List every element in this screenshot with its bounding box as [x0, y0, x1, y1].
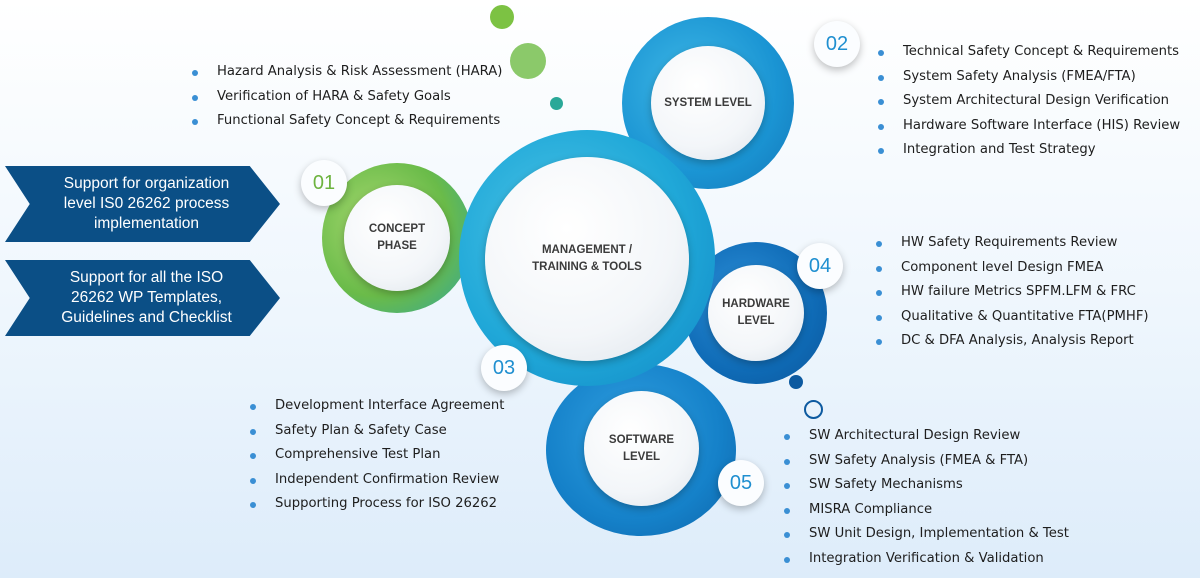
management-label: MANAGEMENT / TRAINING & TOOLS	[532, 244, 642, 273]
system-level-label: SYSTEM LEVEL	[664, 96, 752, 109]
list-item: SW Architectural Design Review	[783, 424, 1069, 449]
list-item: Supporting Process for ISO 26262	[249, 492, 504, 517]
list-item: Qualitative & Quantitative FTA(PMHF)	[875, 305, 1149, 330]
list-item: Development Interface Agreement	[249, 394, 504, 419]
templates-text: Support for all the ISO 26262 WP Templat…	[61, 269, 232, 326]
templates-arrow: Support for all the ISO 26262 WP Templat…	[5, 260, 280, 336]
decor-dot-navy	[789, 375, 803, 389]
concept-phase-list: Hazard Analysis & Risk Assessment (HARA)…	[191, 60, 502, 134]
badge-05: 05	[718, 460, 764, 506]
system-level-circle: SYSTEM LEVEL	[651, 46, 765, 160]
list-item: Technical Safety Concept & Requirements	[877, 40, 1180, 65]
org-process-text: Support for organization level IS0 26262…	[63, 175, 230, 232]
concept-phase-circle: CONCEPT PHASE	[344, 185, 450, 291]
list-item: Comprehensive Test Plan	[249, 443, 504, 468]
list-item: SW Unit Design, Implementation & Test	[783, 522, 1069, 547]
phase-05-list: SW Architectural Design Review SW Safety…	[783, 424, 1069, 571]
list-item: Component level Design FMEA	[875, 256, 1149, 281]
list-item: MISRA Compliance	[783, 498, 1069, 523]
software-level-list: Development Interface Agreement Safety P…	[249, 394, 504, 517]
badge-01: 01	[301, 160, 347, 206]
decor-dot-green-2	[510, 43, 546, 79]
list-item: System Architectural Design Verification	[877, 89, 1180, 114]
hardware-level-circle: HARDWARE LEVEL	[708, 265, 804, 361]
org-process-arrow: Support for organization level IS0 26262…	[5, 166, 280, 242]
hardware-level-label: HARDWARE LEVEL	[722, 298, 790, 327]
list-item: Independent Confirmation Review	[249, 468, 504, 493]
list-item: SW Safety Analysis (FMEA & FTA)	[783, 449, 1069, 474]
list-item: Integration and Test Strategy	[877, 138, 1180, 163]
decor-ring-navy	[804, 400, 823, 419]
list-item: Verification of HARA & Safety Goals	[191, 85, 502, 110]
list-item: HW Safety Requirements Review	[875, 231, 1149, 256]
badge-04: 04	[797, 243, 843, 289]
list-item: SW Safety Mechanisms	[783, 473, 1069, 498]
list-item: Functional Safety Concept & Requirements	[191, 109, 502, 134]
list-item: Hazard Analysis & Risk Assessment (HARA)	[191, 60, 502, 85]
list-item: Integration Verification & Validation	[783, 547, 1069, 572]
list-item: Hardware Software Interface (HIS) Review	[877, 114, 1180, 139]
hardware-level-list: HW Safety Requirements Review Component …	[875, 231, 1149, 354]
decor-dot-teal	[550, 97, 563, 110]
badge-02: 02	[814, 21, 860, 67]
badge-03: 03	[481, 345, 527, 391]
management-circle: MANAGEMENT / TRAINING & TOOLS	[485, 157, 689, 361]
list-item: DC & DFA Analysis, Analysis Report	[875, 329, 1149, 354]
list-item: System Safety Analysis (FMEA/FTA)	[877, 65, 1180, 90]
system-level-list: Technical Safety Concept & Requirements …	[877, 40, 1180, 163]
software-level-label: SOFTWARE LEVEL	[608, 433, 675, 463]
decor-dot-green-1	[490, 5, 514, 29]
concept-phase-label: CONCEPT PHASE	[368, 223, 426, 252]
list-item: HW failure Metrics SPFM.LFM & FRC	[875, 280, 1149, 305]
list-item: Safety Plan & Safety Case	[249, 419, 504, 444]
software-level-circle: SOFTWARE LEVEL	[584, 391, 699, 506]
